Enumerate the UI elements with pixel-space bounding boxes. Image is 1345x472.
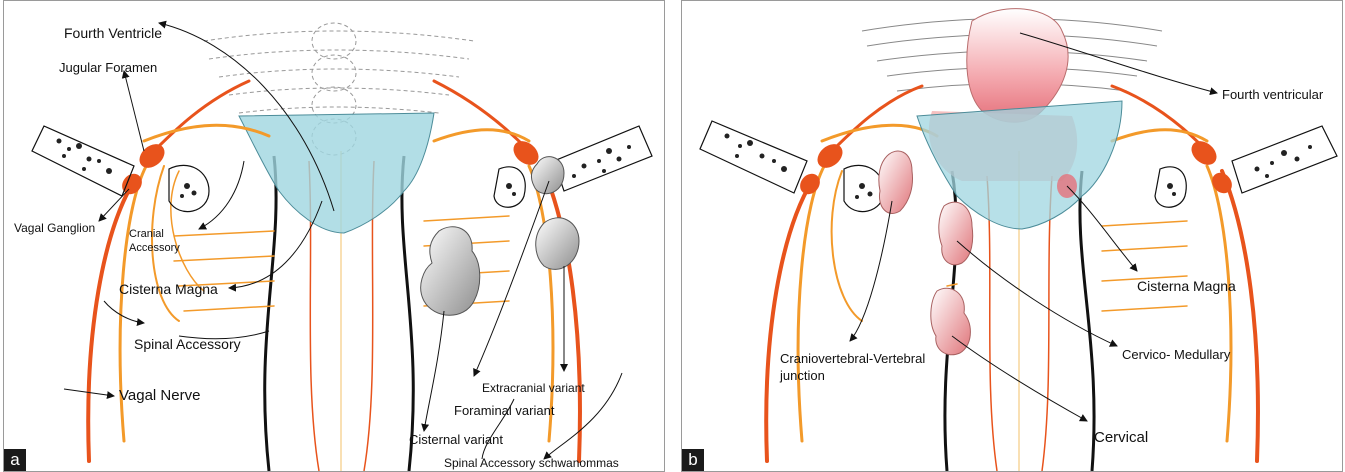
diagram-b: Fourth ventricular Cisterna Magna Cervic…	[682, 1, 1343, 472]
cervico-medullary-tumor	[939, 202, 973, 265]
gray-tumors	[421, 157, 579, 316]
label-craniovertebral: Craniovertebral-Vertebral	[780, 351, 925, 366]
label-spinal-accessory: Spinal Accessory	[134, 336, 241, 352]
label-extracranial-variant: Extracranial variant	[482, 381, 585, 395]
labels-a: Fourth Ventricle Jugular Foramen Vagal G…	[14, 25, 619, 470]
label-accessory: Accessory	[129, 242, 180, 254]
fourth-ventricular-tumor	[967, 9, 1068, 123]
label-cisterna-magna: Cisterna Magna	[119, 281, 218, 297]
label-fourth-ventricular: Fourth ventricular	[1222, 87, 1324, 102]
right-nerves-b	[1102, 86, 1258, 461]
panel-b: Fourth ventricular Cisterna Magna Cervic…	[681, 0, 1343, 472]
extracranial-tumor	[536, 218, 579, 270]
label-jugular-foramen: Jugular Foramen	[59, 60, 157, 75]
diagram-a: Fourth Ventricle Jugular Foramen Vagal G…	[4, 1, 665, 472]
craniovertebral-tumor	[879, 151, 913, 213]
cisternal-tumor	[421, 227, 480, 316]
label-vagal-nerve: Vagal Nerve	[119, 387, 200, 404]
label-cisterna-magna-b: Cisterna Magna	[1137, 278, 1236, 294]
label-cranial: Cranial	[129, 228, 164, 240]
label-cervical: Cervical	[1094, 429, 1148, 446]
label-junction: junction	[779, 368, 825, 383]
label-cisternal-variant: Cisternal variant	[409, 432, 503, 447]
label-fourth-ventricle: Fourth Ventricle	[64, 25, 162, 41]
label-vagal-ganglion: Vagal Ganglion	[14, 221, 95, 235]
label-spinal-accessory-schwanommas: Spinal Accessory schwanommas	[444, 456, 619, 470]
panel-label-a: a	[4, 449, 26, 471]
panel-label-b: b	[682, 449, 704, 471]
cisterna-magna-region	[239, 113, 434, 233]
label-cervico-medullary: Cervico- Medullary	[1122, 347, 1231, 362]
left-nerves	[88, 81, 274, 461]
panel-a: Fourth Ventricle Jugular Foramen Vagal G…	[3, 0, 665, 472]
label-foraminal-variant: Foraminal variant	[454, 403, 555, 418]
